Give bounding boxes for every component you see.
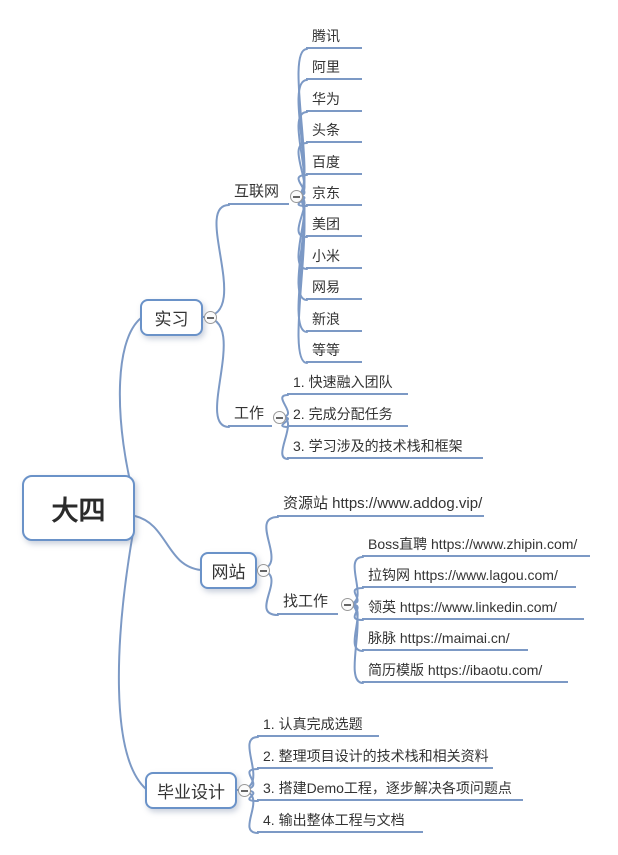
job-site-node[interactable]: 脉脉 https://maimai.cn/ bbox=[362, 630, 528, 651]
collapse-minus-icon[interactable] bbox=[204, 311, 217, 324]
node-work[interactable]: 工作 bbox=[228, 405, 272, 427]
company-node[interactable]: 华为 bbox=[306, 91, 362, 112]
root-node[interactable]: 大四 bbox=[22, 475, 135, 541]
branch-internship[interactable]: 实习 bbox=[140, 299, 203, 336]
collapse-minus-icon[interactable] bbox=[273, 411, 286, 424]
graduation-step-node[interactable]: 2. 整理项目设计的技术栈和相关资料 bbox=[257, 748, 493, 769]
job-site-node[interactable]: 拉钩网 https://www.lagou.com/ bbox=[362, 567, 576, 588]
company-node[interactable]: 美团 bbox=[306, 216, 362, 237]
connector-internship-work bbox=[202, 316, 230, 428]
node-internet[interactable]: 互联网 bbox=[228, 183, 289, 205]
minus-dash bbox=[241, 789, 248, 792]
connector-root-internship bbox=[118, 317, 142, 498]
company-node[interactable]: 腾讯 bbox=[306, 28, 362, 49]
collapse-minus-icon[interactable] bbox=[290, 190, 303, 203]
minus-dash bbox=[276, 416, 283, 419]
minus-dash bbox=[344, 603, 351, 606]
minus-dash bbox=[207, 316, 214, 319]
minus-dash bbox=[260, 569, 267, 572]
company-node[interactable]: 阿里 bbox=[306, 59, 362, 80]
collapse-minus-icon[interactable] bbox=[341, 598, 354, 611]
collapse-minus-icon[interactable] bbox=[257, 564, 270, 577]
collapse-minus-icon[interactable] bbox=[238, 784, 251, 797]
job-site-node[interactable]: 简历模版 https://ibaotu.com/ bbox=[362, 662, 568, 683]
graduation-step-node[interactable]: 4. 输出整体工程与文档 bbox=[257, 812, 423, 833]
connector-site-5 bbox=[347, 603, 364, 684]
connector-website-jobhunt bbox=[255, 569, 279, 616]
work-task-node[interactable]: 3. 学习涉及的技术栈和框架 bbox=[287, 438, 483, 459]
work-task-node[interactable]: 2. 完成分配任务 bbox=[287, 406, 408, 427]
node-job-hunting[interactable]: 找工作 bbox=[277, 593, 338, 615]
company-node[interactable]: 等等 bbox=[306, 342, 362, 363]
company-node[interactable]: 小米 bbox=[306, 248, 362, 269]
connector-company-11 bbox=[295, 195, 308, 364]
company-node[interactable]: 头条 bbox=[306, 122, 362, 143]
work-task-node[interactable]: 1. 快速融入团队 bbox=[287, 374, 408, 395]
branch-website[interactable]: 网站 bbox=[200, 552, 257, 589]
connector-website-resource bbox=[255, 516, 279, 571]
company-node[interactable]: 京东 bbox=[306, 185, 362, 206]
minus-dash bbox=[293, 195, 300, 198]
connector-step-1 bbox=[236, 736, 259, 791]
company-node[interactable]: 百度 bbox=[306, 154, 362, 175]
company-node[interactable]: 新浪 bbox=[306, 311, 362, 332]
job-site-node[interactable]: Boss直聘 https://www.zhipin.com/ bbox=[362, 536, 590, 557]
connector-internship-internet bbox=[202, 204, 230, 318]
graduation-step-node[interactable]: 1. 认真完成选题 bbox=[257, 716, 379, 737]
connector-root-website bbox=[134, 515, 202, 571]
connector-step-4 bbox=[236, 789, 259, 834]
job-site-node[interactable]: 领英 https://www.linkedin.com/ bbox=[362, 599, 584, 620]
company-node[interactable]: 网易 bbox=[306, 279, 362, 300]
node-resource-site[interactable]: 资源站 https://www.addog.vip/ bbox=[277, 495, 484, 517]
connector-site-1 bbox=[347, 556, 364, 605]
connector-root-graduation bbox=[117, 526, 147, 790]
branch-graduation-design[interactable]: 毕业设计 bbox=[145, 772, 237, 809]
graduation-step-node[interactable]: 3. 搭建Demo工程，逐步解决各项问题点 bbox=[257, 780, 523, 801]
